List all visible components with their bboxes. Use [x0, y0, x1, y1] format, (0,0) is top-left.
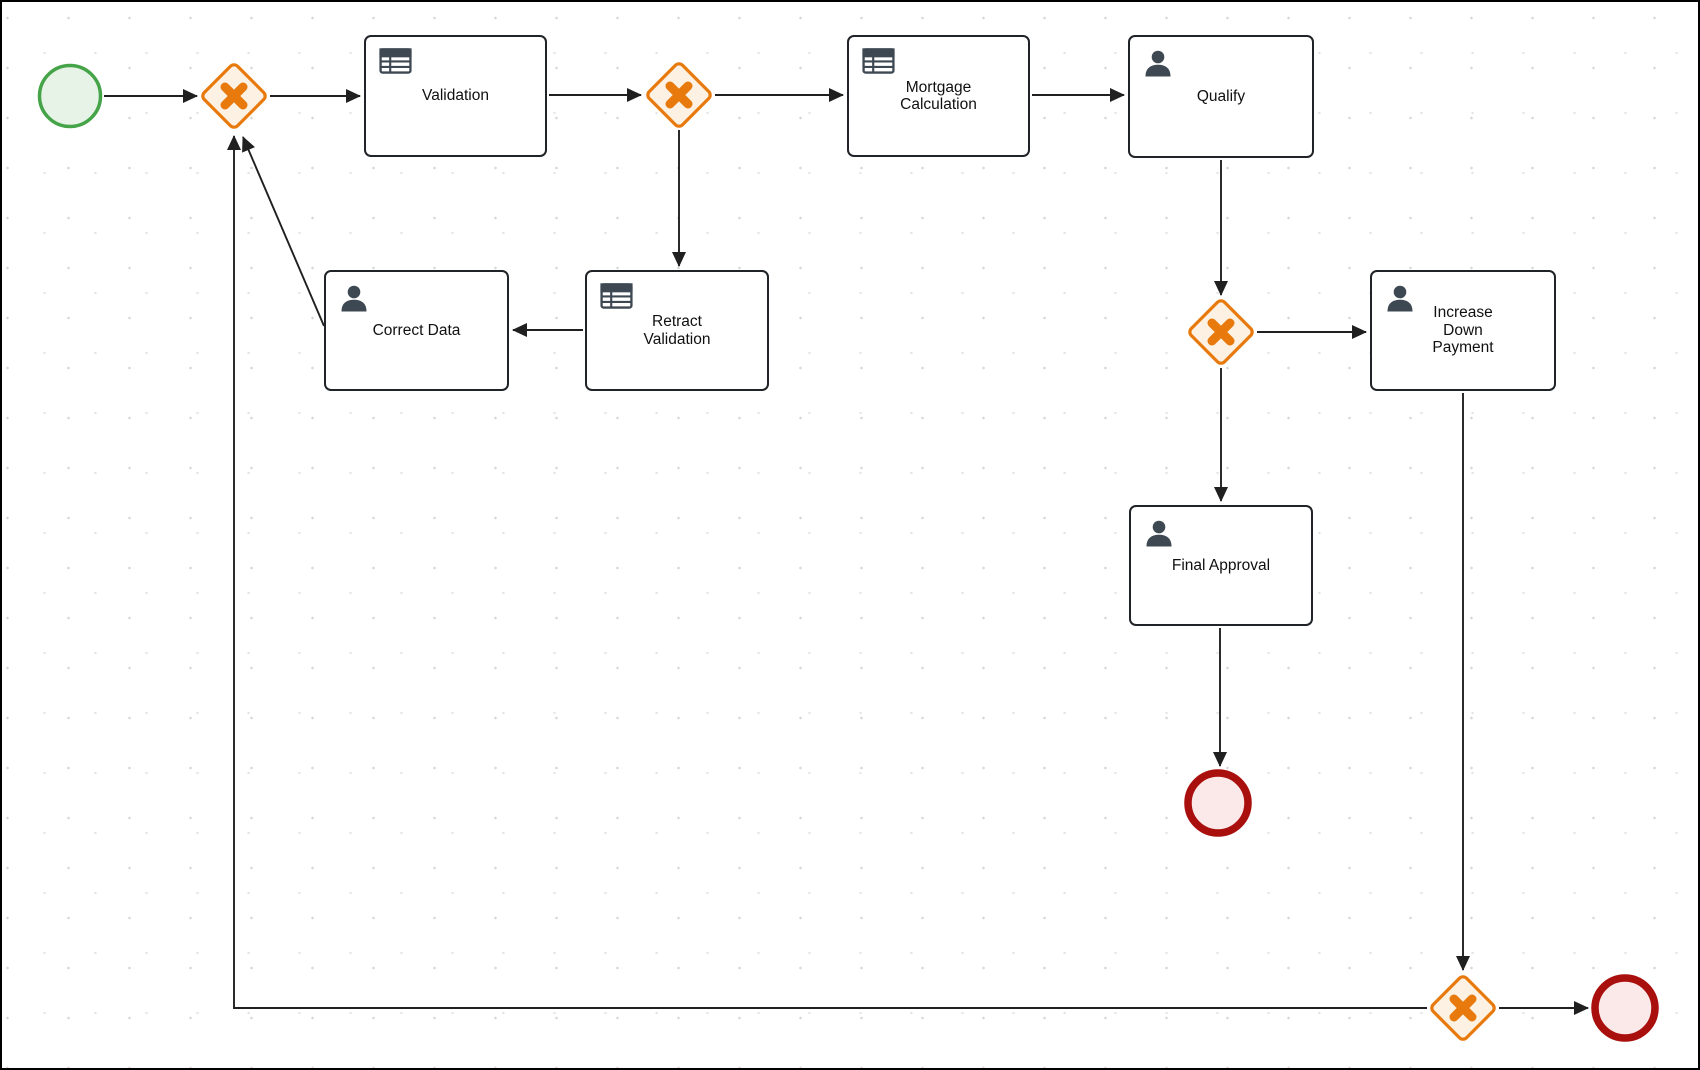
- user-icon: [1143, 48, 1173, 78]
- end-event-circle-icon: [1184, 769, 1252, 837]
- task-final-approval[interactable]: Final Approval: [1129, 505, 1313, 626]
- task-increase-down-payment[interactable]: Increase Down Payment: [1370, 270, 1556, 391]
- task-label: Qualify: [1196, 87, 1246, 105]
- task-label: Mortgage Calculation: [900, 78, 977, 113]
- task-label: Increase Down Payment: [1432, 304, 1494, 357]
- exclusive-gateway-qualify-split[interactable]: [1181, 292, 1261, 377]
- exclusive-gateway-downpayment-split[interactable]: [1423, 968, 1503, 1053]
- flow-correct-data-to-join-gateway[interactable]: [242, 136, 325, 327]
- business-rule-table-icon: [600, 283, 633, 309]
- user-icon: [339, 283, 369, 313]
- user-icon: [1144, 518, 1174, 548]
- end-event-approved[interactable]: [1180, 765, 1256, 846]
- x-marker-icon: [201, 63, 267, 129]
- flow-bottom-gateway-loop-to-join[interactable]: [227, 135, 1427, 1009]
- task-validation[interactable]: Validation: [364, 35, 547, 157]
- task-retract-validation[interactable]: Retract Validation: [585, 270, 769, 391]
- task-qualify[interactable]: Qualify: [1128, 35, 1314, 158]
- task-label: Validation: [422, 87, 489, 105]
- task-label: Retract Validation: [643, 313, 711, 348]
- business-rule-table-icon: [379, 48, 412, 74]
- business-rule-table-icon: [862, 48, 895, 74]
- x-marker-icon: [646, 62, 712, 128]
- task-label: Correct Data: [372, 321, 461, 339]
- start-event-circle-icon: [37, 63, 103, 129]
- end-event-circle-icon: [1591, 974, 1659, 1042]
- task-label: Final Approval: [1171, 556, 1271, 574]
- start-event[interactable]: [34, 60, 106, 137]
- task-correct-data[interactable]: Correct Data: [324, 270, 509, 391]
- exclusive-gateway-validation-split[interactable]: [639, 55, 719, 140]
- end-event-final[interactable]: [1587, 970, 1663, 1051]
- x-marker-icon: [1430, 975, 1496, 1041]
- x-marker-icon: [1188, 299, 1254, 365]
- user-icon: [1385, 283, 1415, 313]
- exclusive-gateway-join[interactable]: [194, 56, 274, 141]
- task-mortgage-calculation[interactable]: Mortgage Calculation: [847, 35, 1030, 157]
